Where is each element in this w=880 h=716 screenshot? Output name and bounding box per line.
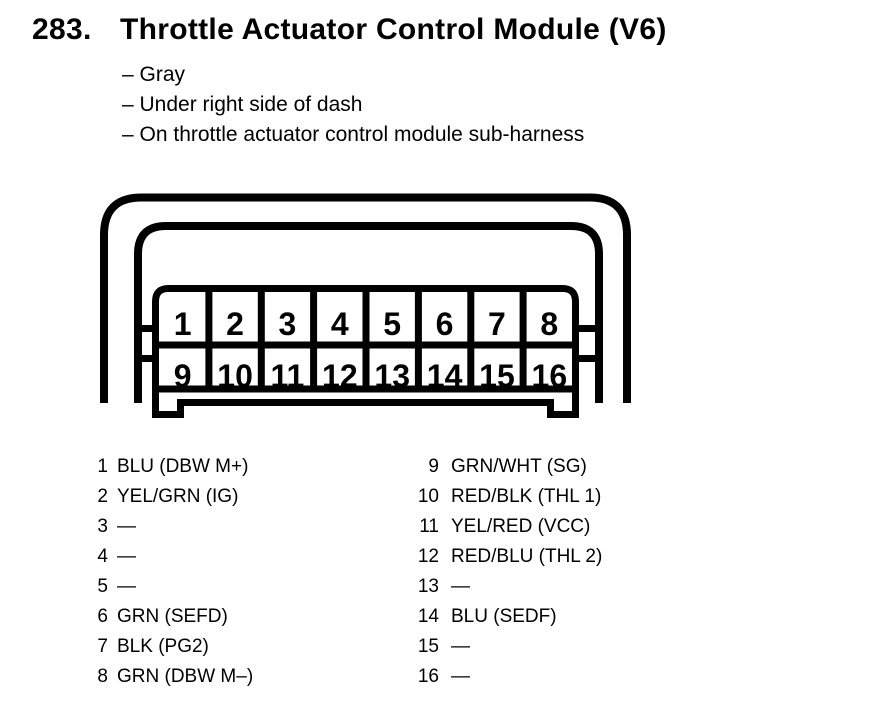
pinout-row: 13 —: [401, 572, 602, 602]
connector-grid: [156, 288, 575, 393]
pinout-row: 5—: [70, 572, 253, 602]
pin-number: 8: [97, 666, 108, 687]
pin-number: 5: [97, 576, 108, 597]
pin-number: 13: [417, 576, 439, 597]
pin-number: 3: [97, 516, 108, 537]
pinout-row: 12 RED/BLU (THL 2): [401, 542, 602, 572]
connector-pin-number: 11: [271, 358, 305, 394]
pin-label: GRN/WHT (SG): [451, 456, 587, 477]
connector-pin-number: 4: [331, 306, 349, 342]
pinout-row: 2 YEL/GRN (IG): [70, 482, 253, 512]
pin-label: —: [451, 576, 470, 597]
attribute-list: – Gray – Under right side of dash – On thr…: [122, 60, 584, 150]
connector-pin-number: 10: [217, 358, 253, 394]
pinout-row: 3—: [70, 512, 253, 542]
pin-number: 2: [97, 486, 108, 507]
pin-number: 16: [417, 666, 439, 687]
pinout-row: 9 GRN/WHT (SG): [401, 452, 602, 482]
pinout-row: 11 YEL/RED (VCC): [401, 512, 602, 542]
pinout-right-column: 9 GRN/WHT (SG) 10 RED/BLK (THL 1) 11 YEL/RED …: [401, 452, 602, 692]
connector-pin-number: 7: [488, 306, 506, 342]
connector-pin-number: 5: [383, 306, 401, 342]
pin-label: BLU (SEDF): [451, 606, 557, 627]
pin-label: —: [117, 576, 136, 597]
pinout-row: 8 GRN (DBW M–): [70, 662, 253, 692]
pin-label: GRN (SEFD): [117, 606, 228, 627]
pin-label: —: [451, 636, 470, 657]
pin-number: 10: [417, 486, 439, 507]
pin-number: 1: [97, 456, 108, 477]
pinout-row: 7 BLK (PG2): [70, 632, 253, 662]
attribute-item: – Under right side of dash: [122, 93, 363, 116]
pin-label: —: [451, 666, 470, 687]
pin-number: 11: [419, 516, 439, 537]
pin-number: 4: [97, 546, 108, 567]
pinout-row: 16 —: [401, 662, 602, 692]
pin-label: BLK (PG2): [117, 636, 209, 657]
pin-number: 9: [428, 456, 439, 477]
section-number: 283.: [32, 13, 92, 46]
pin-label: GRN (DBW M–): [117, 666, 254, 687]
connector-pin-number: 2: [226, 306, 244, 342]
connector-pin-number: 9: [174, 358, 192, 394]
connector-pin-number: 3: [279, 306, 297, 342]
page-heading: 283. Throttle Actuator Control Module (V…: [32, 13, 667, 47]
pin-label: —: [117, 516, 136, 537]
pin-label: BLU (DBW M+): [117, 456, 249, 477]
connector-outer-shell: [100, 193, 631, 403]
pinout-row: 15 —: [401, 632, 602, 662]
connector-pin-number: 12: [322, 358, 358, 394]
pin-label: —: [117, 546, 136, 567]
connector-inner-shell: [134, 222, 603, 403]
pin-number: 14: [417, 606, 439, 627]
pin-label: RED/BLU (THL 2): [451, 546, 603, 567]
pinout-row: 6 GRN (SEFD): [70, 602, 253, 632]
connector-pin-number: 1: [174, 306, 192, 342]
pin-number: 6: [97, 606, 108, 627]
connector-pin-number: 15: [479, 358, 515, 394]
connector-pin-number: 8: [540, 306, 558, 342]
connector-pin-number: 16: [532, 358, 568, 394]
page-title: Throttle Actuator Control Module (V6): [120, 13, 667, 46]
pin-label: RED/BLK (THL 1): [451, 486, 602, 507]
pin-number: 7: [97, 636, 108, 657]
pinout-row: 14 BLU (SEDF): [401, 602, 602, 632]
pin-label: YEL/RED (VCC): [451, 516, 591, 537]
pinout-row: 1 BLU (DBW M+): [70, 452, 253, 482]
pin-label: YEL/GRN (IG): [117, 486, 239, 507]
attribute-item: – Gray: [122, 63, 186, 86]
connector-pin-number: 6: [436, 306, 454, 342]
connector-pin-number: 13: [374, 358, 410, 394]
pinout-row: 10 RED/BLK (THL 1): [401, 482, 602, 512]
pinout-row: 4—: [70, 542, 253, 572]
pin-number: 15: [417, 636, 439, 657]
pin-number: 12: [417, 546, 439, 567]
attribute-item: – On throttle actuator control module su…: [122, 123, 585, 146]
connector-pin-number: 14: [427, 358, 463, 394]
